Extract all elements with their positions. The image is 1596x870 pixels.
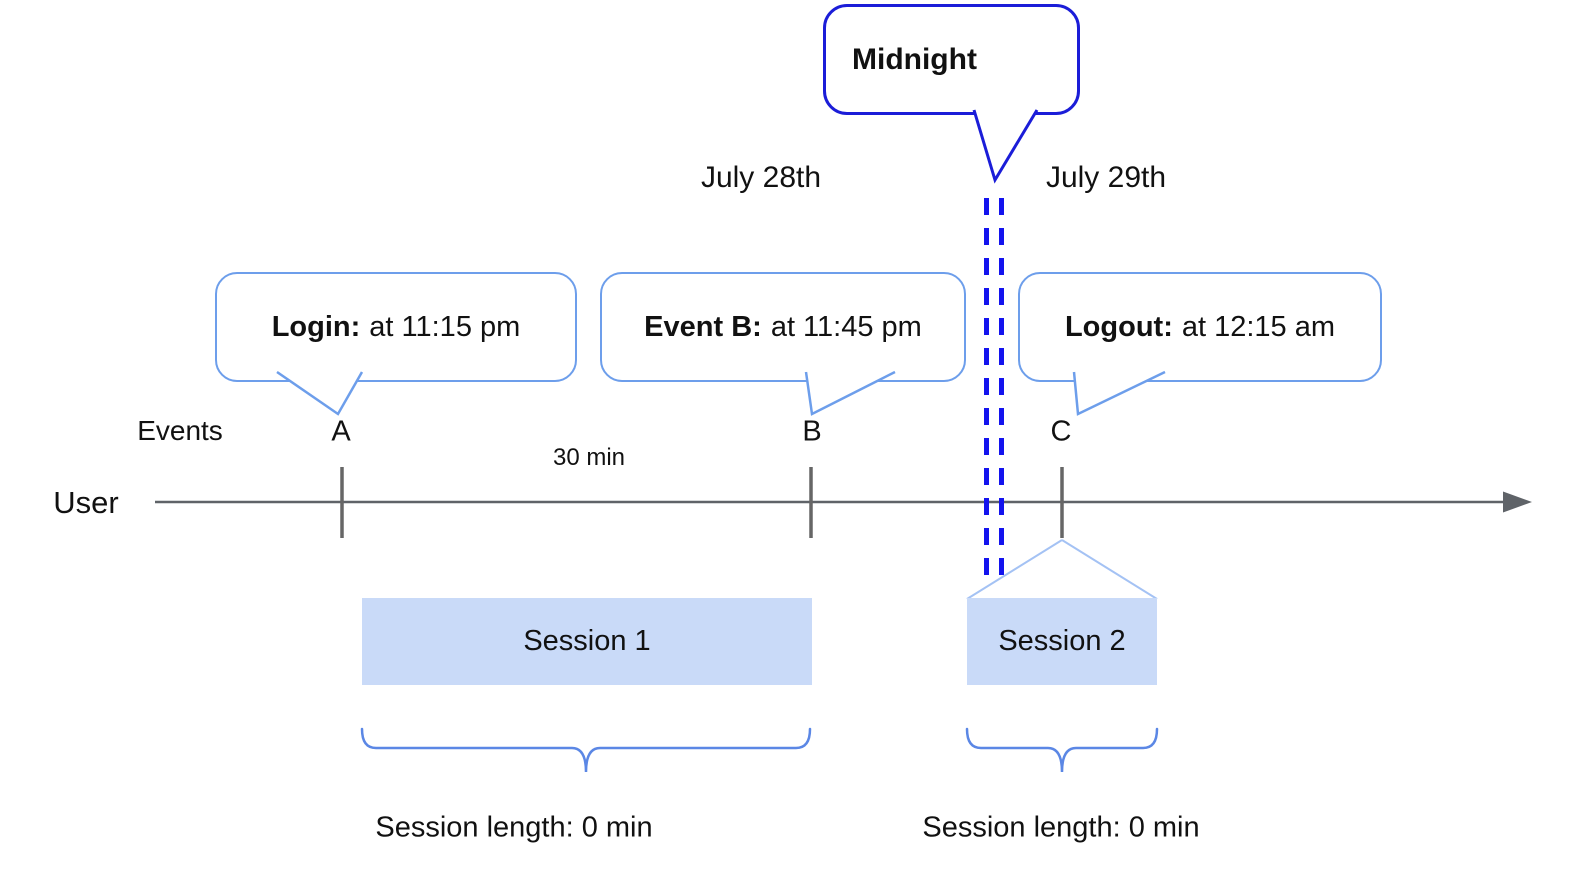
- logout-callout-title: Logout:: [1064, 310, 1173, 343]
- event-letter-a: A: [331, 415, 351, 448]
- timeline-arrowhead-icon: [1503, 491, 1532, 513]
- login-callout-title: Login:: [271, 310, 361, 343]
- events-axis-label: Events: [137, 415, 223, 446]
- session2-length-label: Session length: 0 min: [922, 811, 1200, 844]
- midnight-callout: Midnight: [823, 4, 1080, 115]
- logout-callout-time: at 12:15 am: [1181, 310, 1336, 343]
- session2-box: Session 2: [967, 598, 1157, 685]
- event-letter-b: B: [802, 415, 822, 448]
- session2-brace: [965, 727, 1159, 773]
- midnight-callout-tail: [972, 109, 1039, 184]
- user-axis-label: User: [53, 485, 119, 520]
- midnight-callout-label: Midnight: [852, 42, 977, 76]
- session2-label: Session 2: [998, 625, 1126, 657]
- session2-connector-lines: [966, 539, 1158, 600]
- event-b-callout: Event B: at 11:45 pm: [600, 272, 966, 382]
- logout-callout: Logout: at 12:15 am: [1018, 272, 1382, 382]
- session1-brace: [360, 727, 812, 773]
- session1-length-label: Session length: 0 min: [375, 811, 653, 844]
- session1-label: Session 1: [523, 625, 651, 657]
- event-b-callout-time: at 11:45 pm: [770, 310, 922, 343]
- date-label-july-28: July 28th: [700, 161, 822, 194]
- interval-30min-label: 30 min: [552, 444, 626, 471]
- login-callout: Login: at 11:15 pm: [215, 272, 577, 382]
- login-callout-time: at 11:15 pm: [369, 310, 521, 343]
- event-letter-c: C: [1050, 415, 1072, 448]
- session1-box: Session 1: [362, 598, 812, 685]
- event-b-callout-title: Event B:: [644, 310, 762, 343]
- date-label-july-29: July 29th: [1045, 161, 1167, 194]
